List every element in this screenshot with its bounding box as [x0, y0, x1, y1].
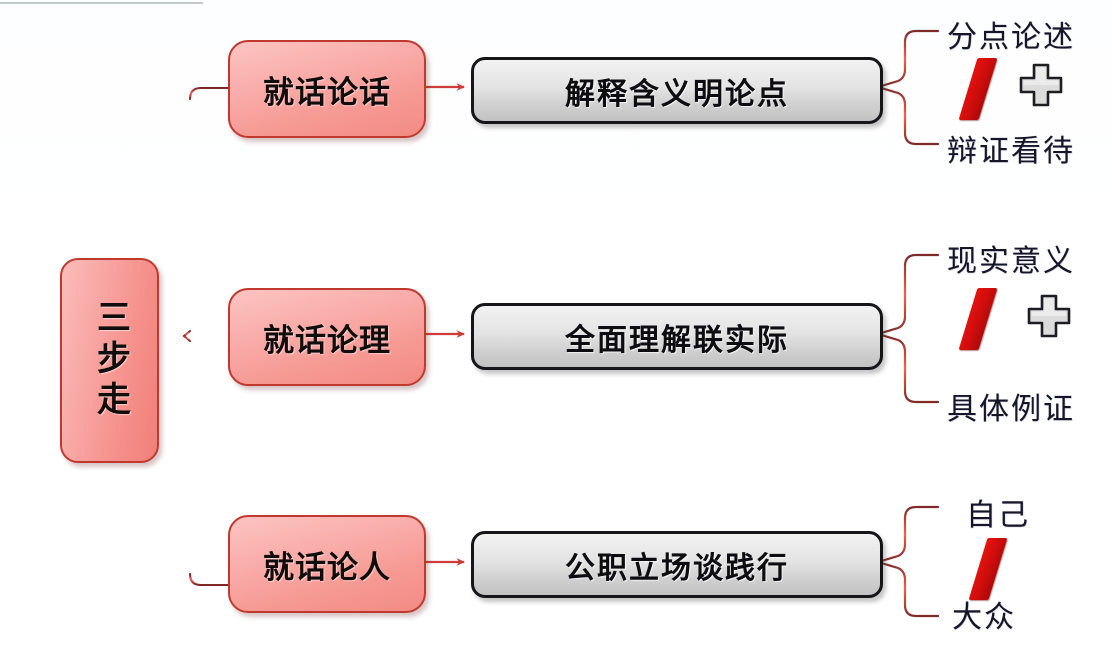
plus-icon — [1018, 62, 1064, 108]
slash-icon — [968, 538, 1008, 600]
detail-box-2-label: 全面理解联实际 — [565, 323, 789, 357]
detail-box-3-label: 公职立场谈践行 — [565, 551, 789, 585]
root-node[interactable]: 三步走 — [60, 258, 159, 463]
slash-icon — [958, 288, 998, 350]
outcome-1-top: 分点论述 — [947, 21, 1075, 54]
branch-node-2-label: 就话论理 — [263, 322, 391, 358]
top-divider-rule — [0, 2, 203, 4]
outcome-1-bottom: 辩证看待 — [947, 135, 1075, 168]
detail-box-3[interactable]: 公职立场谈践行 — [471, 531, 883, 598]
branch-node-1[interactable]: 就话论话 — [228, 40, 426, 138]
root-node-label: 三步走 — [91, 299, 129, 422]
detail-box-2[interactable]: 全面理解联实际 — [471, 303, 883, 370]
outcome-3-top: 自己 — [966, 499, 1030, 532]
slash-icon — [958, 58, 998, 120]
branch-node-2[interactable]: 就话论理 — [228, 288, 426, 386]
outcome-2-top: 现实意义 — [947, 245, 1075, 278]
branch-node-3-label: 就话论人 — [263, 549, 391, 585]
plus-icon — [1026, 293, 1072, 339]
branch-node-1-label: 就话论话 — [263, 74, 391, 110]
outcome-3-bottom: 大众 — [952, 601, 1016, 634]
outcome-2-bottom: 具体例证 — [947, 393, 1075, 426]
branch-node-3[interactable]: 就话论人 — [228, 515, 426, 613]
detail-box-1-label: 解释含义明论点 — [565, 77, 789, 111]
detail-box-1[interactable]: 解释含义明论点 — [471, 57, 883, 124]
